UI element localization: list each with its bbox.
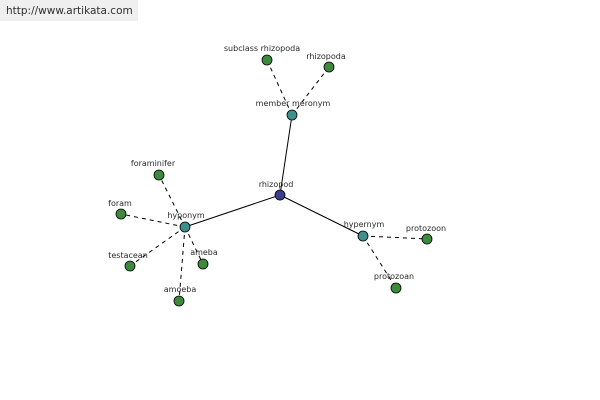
node-ameba[interactable]: [197, 258, 209, 270]
label-amoeba[interactable]: amoeba: [164, 285, 197, 294]
label-subclass-rhizopoda[interactable]: subclass rhizopoda: [224, 44, 300, 53]
edge-rhizopod-to-hyponym: [184, 194, 281, 228]
node-foraminifer[interactable]: [153, 169, 165, 181]
label-hypernym[interactable]: hypernym: [344, 220, 385, 229]
node-rhizopoda[interactable]: [323, 61, 335, 73]
edge-hypernym-to-protozoon: [362, 235, 428, 240]
nodes-layer: [115, 54, 433, 307]
edge-rhizopod-to-hypernym: [279, 194, 364, 237]
label-foraminifer[interactable]: foraminifer: [131, 159, 176, 168]
url-link[interactable]: http://www.artikata.com: [6, 5, 133, 17]
label-rhizopoda[interactable]: rhizopoda: [306, 52, 346, 61]
node-rhizopod[interactable]: [274, 189, 286, 201]
edge-member-meronym-to-rhizopoda: [291, 66, 330, 116]
edge-rhizopod-to-member-meronym: [279, 114, 293, 196]
edge-hyponym-to-foraminifer: [158, 174, 186, 228]
label-foram[interactable]: foram: [108, 199, 132, 208]
labels-layer: rhizopod member meronym hyponym hypernym sub…: [108, 44, 446, 294]
label-testacean[interactable]: testacean: [108, 251, 148, 260]
url-banner: http://www.artikata.com: [0, 0, 138, 21]
node-protozoon[interactable]: [421, 233, 433, 245]
node-hyponym[interactable]: [179, 221, 191, 233]
node-testacean[interactable]: [124, 260, 136, 272]
label-hyponym[interactable]: hyponym: [167, 211, 205, 220]
edges-layer: [120, 59, 428, 302]
label-rhizopod[interactable]: rhizopod: [259, 180, 294, 189]
edge-member-meronym-to-subclass-rhizopoda: [266, 59, 293, 116]
node-protozoan[interactable]: [390, 282, 402, 294]
node-hypernym[interactable]: [357, 230, 369, 242]
edge-hyponym-to-foram: [120, 213, 186, 228]
label-protozoon[interactable]: protozoon: [406, 224, 446, 233]
label-ameba[interactable]: ameba: [190, 248, 218, 257]
node-amoeba[interactable]: [173, 295, 185, 307]
edge-hyponym-to-testacean: [129, 226, 186, 267]
node-subclass-rhizopoda[interactable]: [261, 54, 273, 66]
node-foram[interactable]: [115, 208, 127, 220]
edge-hypernym-to-protozoan: [362, 235, 397, 289]
label-member-meronym[interactable]: member meronym: [256, 99, 331, 108]
node-member-meronym[interactable]: [286, 109, 298, 121]
edge-hyponym-to-ameba: [184, 226, 204, 265]
label-protozoan[interactable]: protozoan: [374, 272, 414, 281]
